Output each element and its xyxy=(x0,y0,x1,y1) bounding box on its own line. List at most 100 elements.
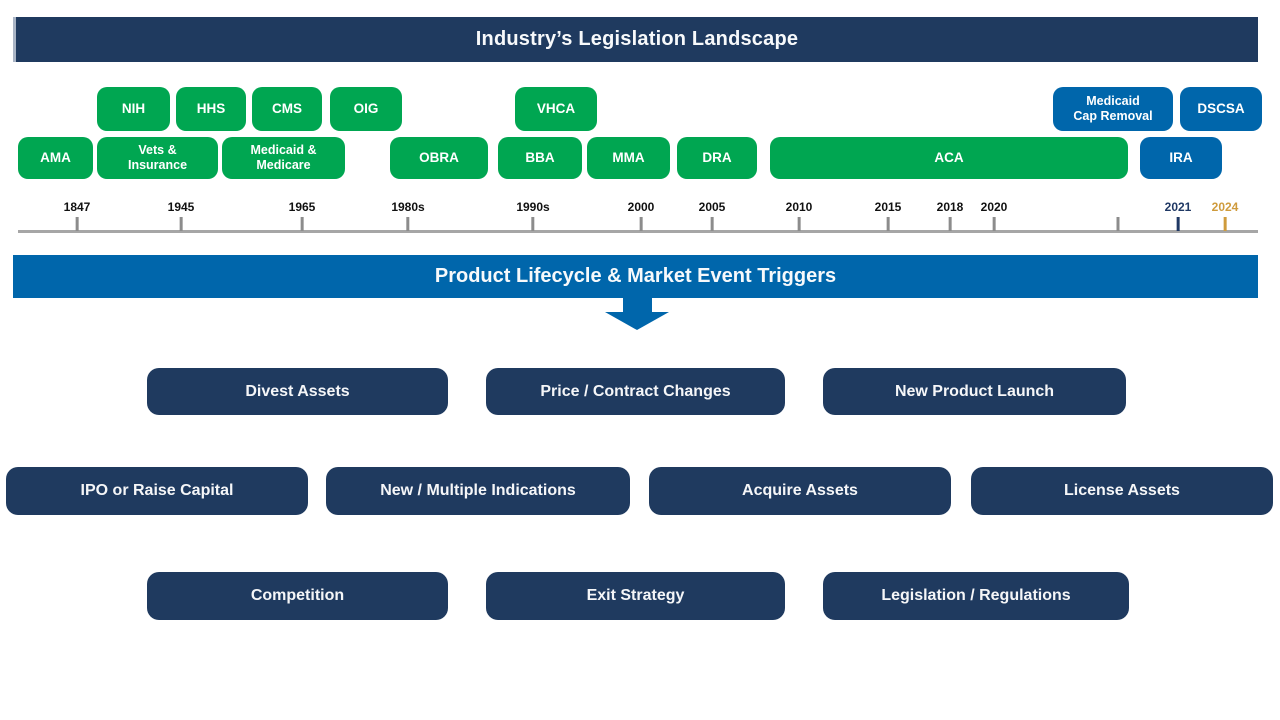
timeline-tick-1847: 1847 xyxy=(63,200,91,231)
trigger-label: IPO or Raise Capital xyxy=(80,482,234,499)
timeline-axis xyxy=(18,230,1258,233)
trigger-divest-assets: Divest Assets xyxy=(147,368,448,415)
legislation-box-oig: OIG xyxy=(330,87,402,131)
legislation-label: NIH xyxy=(121,100,146,116)
legislation-label: OIG xyxy=(353,100,379,116)
legislation-box-hhs: HHS xyxy=(176,87,246,131)
legislation-box-mma: MMA xyxy=(587,137,670,179)
tick-mark xyxy=(948,217,952,231)
legislation-label: IRA xyxy=(1169,149,1193,165)
trigger-label: Divest Assets xyxy=(245,382,350,400)
page-title: Industry’s Legislation Landscape xyxy=(475,28,799,50)
timeline-tick-2000: 2000 xyxy=(627,200,655,231)
trigger-legislation-regulations: Legislation / Regulations xyxy=(823,572,1129,620)
down-arrow-icon xyxy=(605,312,669,330)
trigger-label: Acquire Assets xyxy=(742,482,858,499)
legislation-box-dscsa: DSCSA xyxy=(1180,87,1262,131)
legislation-box-bba: BBA xyxy=(498,137,582,179)
section-banner-title: Product Lifecycle & Market Event Trigger… xyxy=(434,265,837,287)
tick-mark xyxy=(886,217,890,231)
title-banner: Industry’s Legislation Landscape xyxy=(13,17,1258,62)
legislation-label: Vets & Insurance xyxy=(127,142,188,172)
tick-label: 2024 xyxy=(1211,200,1239,214)
tick-label: 1990s xyxy=(516,200,550,214)
legislation-box-obra: OBRA xyxy=(390,137,488,179)
legislation-box-aca: ACA xyxy=(770,137,1128,179)
tick-mark xyxy=(797,217,801,231)
trigger-label: Price / Contract Changes xyxy=(540,382,731,400)
tick-mark xyxy=(300,217,304,231)
legislation-label: Medicaid Cap Removal xyxy=(1073,93,1153,123)
tick-label: 2005 xyxy=(698,200,726,214)
timeline-tick-1965: 1965 xyxy=(288,200,316,231)
tick-label: 2021 xyxy=(1164,200,1192,214)
timeline-tick-1945: 1945 xyxy=(167,200,195,231)
legislation-label: VHCA xyxy=(536,100,576,116)
trigger-label: Exit Strategy xyxy=(586,587,685,604)
timeline-tick-unlabeled xyxy=(1116,200,1120,231)
tick-mark xyxy=(75,217,79,231)
tick-label: 2015 xyxy=(874,200,902,214)
timeline-tick-2015: 2015 xyxy=(874,200,902,231)
legislation-box-medicaid-medicare: Medicaid & Medicare xyxy=(222,137,345,179)
trigger-label: New Product Launch xyxy=(894,382,1055,400)
timeline-tick-2018: 2018 xyxy=(937,200,963,231)
timeline-tick-2005: 2005 xyxy=(698,200,726,231)
legislation-label: ACA xyxy=(934,149,964,165)
legislation-box-cms: CMS xyxy=(252,87,322,131)
tick-mark xyxy=(1116,217,1120,231)
legislation-label: MMA xyxy=(612,149,645,165)
timeline-tick-2010: 2010 xyxy=(785,200,813,231)
tick-label: 1965 xyxy=(288,200,316,214)
timeline-tick-2024: 2024 xyxy=(1211,200,1239,231)
timeline-tick-1990s: 1990s xyxy=(516,200,550,231)
trigger-label: Legislation / Regulations xyxy=(881,587,1071,604)
timeline-tick-2020: 2020 xyxy=(980,200,1008,231)
legislation-label: CMS xyxy=(272,100,302,116)
trigger-price-contract-changes: Price / Contract Changes xyxy=(486,368,785,415)
timeline-tick-2021: 2021 xyxy=(1164,200,1192,231)
tick-mark xyxy=(1176,217,1180,231)
tick-label: 1945 xyxy=(167,200,195,214)
legislation-box-vhca: VHCA xyxy=(515,87,597,131)
section-banner: Product Lifecycle & Market Event Trigger… xyxy=(13,255,1258,298)
tick-label: 2000 xyxy=(627,200,655,214)
tick-label: 2020 xyxy=(980,200,1008,214)
tick-mark xyxy=(639,217,643,231)
legislation-label: OBRA xyxy=(419,149,459,165)
legislation-label: DSCSA xyxy=(1197,100,1245,116)
tick-mark xyxy=(179,217,183,231)
tick-mark xyxy=(710,217,714,231)
legislation-label: HHS xyxy=(196,100,226,116)
legislation-label: BBA xyxy=(525,149,555,165)
legislation-box-dra: DRA xyxy=(677,137,757,179)
trigger-label: License Assets xyxy=(1064,482,1180,499)
tick-mark xyxy=(406,217,410,231)
tick-label: 2010 xyxy=(785,200,813,214)
tick-label: 1980s xyxy=(391,200,425,214)
legislation-box-ira: IRA xyxy=(1140,137,1222,179)
tick-mark xyxy=(992,217,996,231)
trigger-new-multiple-indications: New / Multiple Indications xyxy=(326,467,630,515)
trigger-label: New / Multiple Indications xyxy=(380,482,576,499)
tick-mark xyxy=(1223,217,1227,231)
legislation-box-nih: NIH xyxy=(97,87,170,131)
trigger-exit-strategy: Exit Strategy xyxy=(486,572,785,620)
trigger-acquire-assets: Acquire Assets xyxy=(649,467,951,515)
legislation-label: DRA xyxy=(702,149,732,165)
legislation-box-vets-insurance: Vets & Insurance xyxy=(97,137,218,179)
tick-label: 1847 xyxy=(63,200,91,214)
legislation-box-medicaid-cap-removal: Medicaid Cap Removal xyxy=(1053,87,1173,131)
trigger-competition: Competition xyxy=(147,572,448,620)
legislation-label: AMA xyxy=(40,149,71,165)
trigger-license-assets: License Assets xyxy=(971,467,1273,515)
timeline-tick-1980s: 1980s xyxy=(391,200,425,231)
tick-mark xyxy=(531,217,535,231)
legislation-label: Medicaid & Medicare xyxy=(250,142,317,172)
down-arrow-icon xyxy=(623,298,652,313)
trigger-ipo-or-raise-capital: IPO or Raise Capital xyxy=(6,467,308,515)
legislation-box-ama: AMA xyxy=(18,137,93,179)
trigger-label: Competition xyxy=(250,587,345,604)
trigger-new-product-launch: New Product Launch xyxy=(823,368,1126,415)
